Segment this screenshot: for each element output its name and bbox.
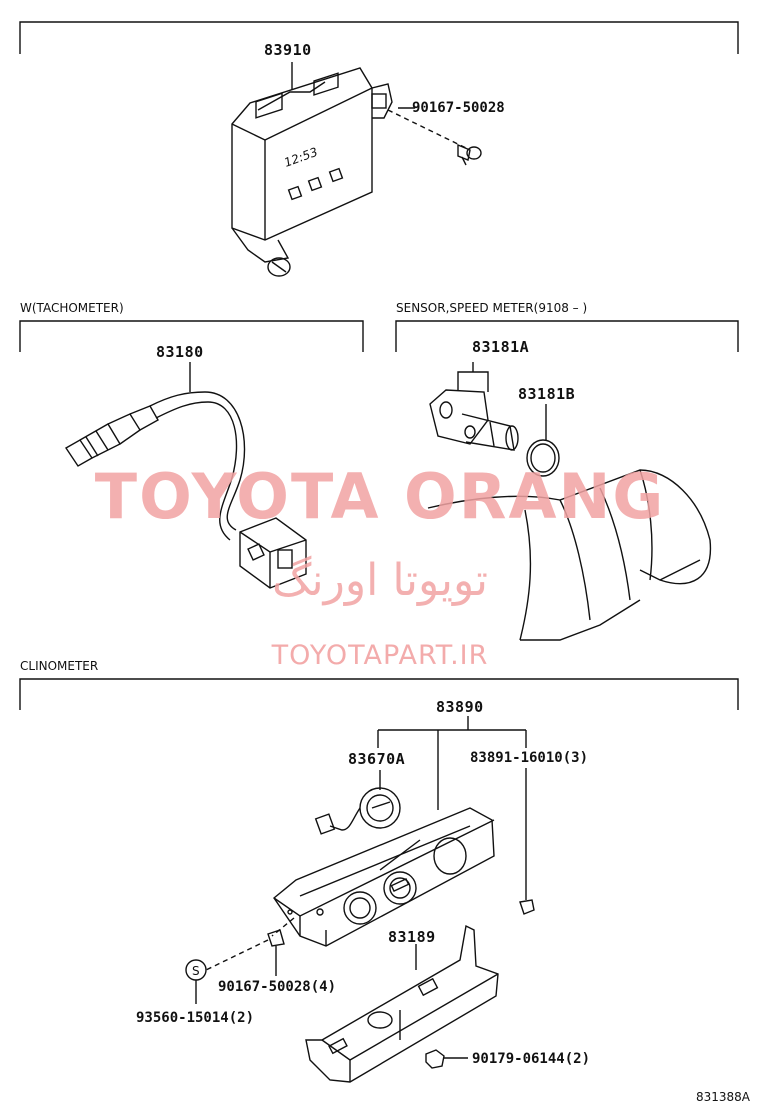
part-83181A-drawing xyxy=(429,362,519,451)
label-83180: 83180 xyxy=(156,343,204,361)
figure-id: 831388A xyxy=(695,1090,750,1104)
nut-90179-06144-icon xyxy=(425,1049,468,1069)
bracket-tachometer xyxy=(19,320,364,352)
section-label-speed-sensor: SENSOR,SPEED METER(9108 – ) xyxy=(396,301,587,315)
section-label-tachometer: W(TACHOMETER) xyxy=(20,301,124,315)
watermark-website: TOYOTAPART.IR xyxy=(271,640,489,671)
watermark-brand: TOYOTA ORANG xyxy=(94,460,666,533)
label-83890: 83890 xyxy=(436,698,484,716)
s-symbol-icon xyxy=(185,959,207,1004)
screw-90167-50028-icon xyxy=(387,107,482,166)
label-90179-06144: 90179-06144(2) xyxy=(472,1051,590,1067)
s-symbol-letter: S xyxy=(192,964,200,978)
watermark-persian: تویوتا اورنگ xyxy=(272,555,488,606)
part-83910-drawing: 12:53 xyxy=(231,62,393,277)
label-83189: 83189 xyxy=(388,928,436,946)
section-label-clinometer: CLINOMETER xyxy=(20,659,98,673)
screw-83891-icon xyxy=(519,899,535,915)
part-83180-drawing xyxy=(65,362,307,589)
label-83891-16010: 83891-16010(3) xyxy=(470,750,588,766)
bracket-speed-sensor xyxy=(395,320,739,352)
label-93560-15014: 93560-15014(2) xyxy=(136,1010,254,1026)
label-83181B: 83181B xyxy=(518,385,575,403)
part-83670A-gauge-icon xyxy=(314,770,401,835)
part-83890-bracket-lines xyxy=(377,716,527,900)
label-83670A: 83670A xyxy=(348,750,405,768)
label-90167-50028-4: 90167-50028(4) xyxy=(218,979,336,995)
screw-90167-50028-4-icon xyxy=(205,917,295,976)
part-83189-bracket-drawing xyxy=(305,924,499,1083)
part-83890-panel-drawing xyxy=(273,807,495,947)
label-90167-50028: 90167-50028 xyxy=(412,100,505,116)
part-83181B-oring-icon xyxy=(526,404,560,477)
bracket-clinometer xyxy=(19,678,739,710)
label-83910: 83910 xyxy=(264,41,312,59)
transmission-housing-drawing xyxy=(427,469,712,641)
label-83181A: 83181A xyxy=(472,338,529,356)
bracket-top xyxy=(19,21,739,54)
